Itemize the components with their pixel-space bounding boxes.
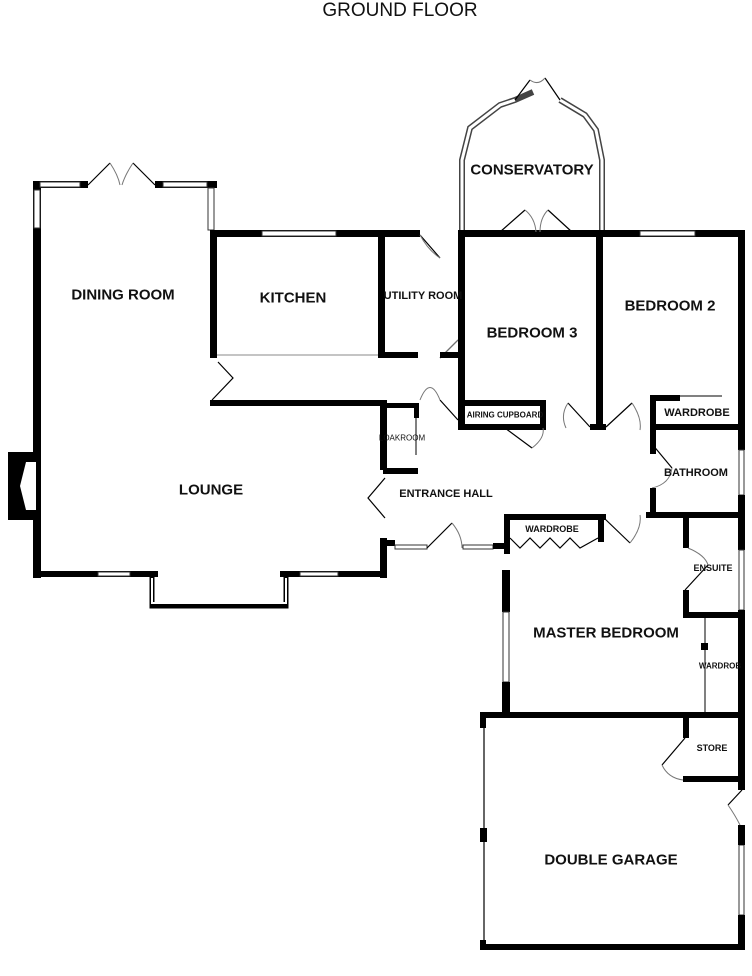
room-label-store: STORE — [696, 743, 728, 753]
room-label-kitchen: KITCHEN — [259, 289, 327, 307]
room-label-dining-room: DINING ROOM — [71, 286, 175, 304]
room-label-master-bedroom: MASTER BEDROOM — [533, 624, 679, 642]
room-label-double-garage: DOUBLE GARAGE — [544, 851, 678, 869]
room-label-ensuite: ENSUITE — [693, 563, 733, 573]
room-label-airing-cupboard: AIRING CUPBOARD — [466, 410, 544, 420]
room-label-wardrobe-master: WARDROBE — [525, 524, 579, 534]
room-label-cloakroom: LOAKROOM — [378, 433, 426, 443]
room-label-lounge: LOUNGE — [178, 481, 244, 499]
room-label-conservatory: CONSERVATORY — [470, 161, 594, 179]
floor-title: GROUND FLOOR — [322, 0, 478, 21]
room-label-wardrobe-side: WARDROB — [698, 661, 742, 671]
room-label-bedroom-2: BEDROOM 2 — [624, 297, 716, 315]
room-label-entrance-hall: ENTRANCE HALL — [399, 488, 493, 500]
room-label-bathroom: BATHROOM — [664, 467, 728, 479]
room-label-wardrobe-bedroom-2: WARDROBE — [664, 407, 730, 419]
room-label-utility-room: UTILITY ROOM — [383, 290, 463, 302]
room-label-bedroom-3: BEDROOM 3 — [486, 324, 578, 342]
